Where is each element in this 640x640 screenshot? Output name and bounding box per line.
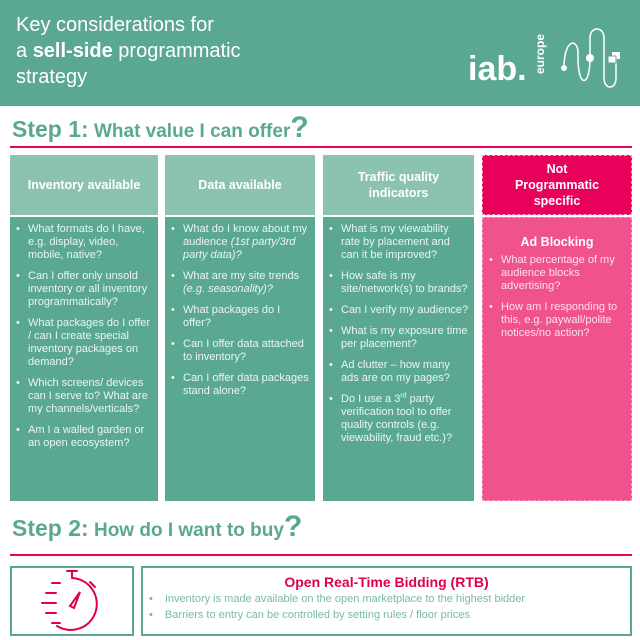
item-text: Do I use a 3 bbox=[341, 393, 401, 405]
item-text: What is my exposure time per placement? bbox=[341, 325, 468, 350]
step-text: How do I want to buy bbox=[88, 520, 284, 541]
list-item: Can I offer data packages stand alone? bbox=[169, 372, 311, 398]
item-text: What packages do I offer? bbox=[183, 304, 281, 329]
divider bbox=[10, 146, 632, 148]
item-text: What do I know about my audience bbox=[183, 223, 308, 248]
list-item: Can I verify my audience? bbox=[327, 304, 470, 317]
item-text: Ad clutter – how many ads are on my page… bbox=[341, 359, 450, 384]
item-text: How safe is my site/network(s) to brands… bbox=[341, 270, 468, 295]
item-text: What are my site trends bbox=[183, 270, 300, 282]
list-item: Am I a walled garden or an open ecosyste… bbox=[14, 424, 154, 450]
item-text: What percentage of my audience blocks ad… bbox=[501, 254, 615, 292]
list-item: Which screens/ devices can I serve to? W… bbox=[14, 377, 154, 416]
item-text: What is my viewability rate by placement… bbox=[341, 223, 450, 261]
step-label: Step 1: bbox=[12, 116, 89, 142]
item-text: (e.g. seasonality)? bbox=[183, 283, 273, 295]
list-item: Ad clutter – how many ads are on my page… bbox=[327, 359, 470, 385]
question-mark: ? bbox=[283, 510, 303, 543]
list-item: Can I offer only unsold inventory or all… bbox=[14, 270, 154, 309]
title-line: Key considerations for bbox=[16, 14, 214, 36]
rtb-title: Open Real-Time Bidding (RTB) bbox=[284, 574, 489, 590]
svg-text:europe: europe bbox=[533, 34, 547, 74]
step2-heading: Step 2: How do I want to buy? bbox=[12, 510, 302, 549]
column-header: Data available bbox=[165, 155, 315, 215]
item-text: Am I a walled garden or an open ecosyste… bbox=[28, 424, 145, 449]
question-mark: ? bbox=[290, 111, 309, 144]
column-data-available: Data availableWhat do I know about my au… bbox=[165, 155, 315, 501]
item-text: Can I offer only unsold inventory or all… bbox=[28, 270, 148, 308]
item-text: How am I responding to this, e.g. paywal… bbox=[501, 301, 618, 339]
list-item: How am I responding to this, e.g. paywal… bbox=[487, 301, 627, 340]
item-text: rd bbox=[400, 392, 407, 400]
list-item: What packages do I offer / can I create … bbox=[14, 317, 154, 369]
step-label: Step 2: bbox=[12, 515, 89, 541]
column-body: What do I know about my audience (1st pa… bbox=[165, 217, 315, 501]
list-item: Inventory is made available on the open … bbox=[149, 591, 630, 607]
question-list: What formats do I have, e.g. display, vi… bbox=[14, 223, 154, 450]
list-item: Can I offer data attached to inventory? bbox=[169, 338, 311, 364]
list-item: What packages do I offer? bbox=[169, 304, 311, 330]
title-text: a bbox=[16, 40, 33, 62]
rtb-description-box: Open Real-Time Bidding (RTB) Inventory i… bbox=[141, 566, 632, 636]
column-header: Traffic quality indicators bbox=[323, 155, 474, 215]
rtb-list: Inventory is made available on the open … bbox=[149, 591, 630, 623]
column-body: What is my viewability rate by placement… bbox=[323, 217, 474, 501]
title-bold: sell-side bbox=[32, 40, 113, 62]
question-list: What is my viewability rate by placement… bbox=[327, 223, 470, 445]
title-line: strategy bbox=[16, 66, 88, 88]
question-list: What do I know about my audience (1st pa… bbox=[169, 223, 311, 398]
question-list: What percentage of my audience blocks ad… bbox=[487, 254, 627, 340]
item-text: Can I verify my audience? bbox=[341, 304, 469, 316]
list-item: Do I use a 3rd party verification tool t… bbox=[327, 392, 470, 445]
item-text: Can I offer data packages stand alone? bbox=[183, 372, 309, 397]
item-text: Which screens/ devices can I serve to? W… bbox=[28, 377, 148, 415]
list-item: What formats do I have, e.g. display, vi… bbox=[14, 223, 154, 262]
step-text: What value I can offer bbox=[88, 121, 291, 142]
rtb-icon-box bbox=[10, 566, 134, 636]
list-item: Barriers to entry can be controlled by s… bbox=[149, 607, 630, 623]
list-item: What is my exposure time per placement? bbox=[327, 325, 470, 351]
column-body: Ad BlockingWhat percentage of my audienc… bbox=[482, 217, 632, 501]
title-text: programmatic bbox=[112, 40, 241, 62]
item-text: What formats do I have, e.g. display, vi… bbox=[28, 223, 145, 261]
column-body: What formats do I have, e.g. display, vi… bbox=[10, 217, 158, 501]
divider bbox=[10, 554, 632, 556]
title-line: a sell-side programmatic bbox=[16, 38, 241, 64]
column-inventory-available: Inventory availableWhat formats do I hav… bbox=[10, 155, 158, 501]
item-text: party verification tool to offer quality… bbox=[341, 393, 453, 444]
list-item: What percentage of my audience blocks ad… bbox=[487, 254, 627, 293]
item-text: (1st party/3rd party data)? bbox=[183, 236, 296, 261]
list-item: What do I know about my audience (1st pa… bbox=[169, 223, 311, 262]
header-banner: Key considerations for a sell-side progr… bbox=[0, 0, 640, 106]
item-text: Can I offer data attached to inventory? bbox=[183, 338, 304, 363]
list-item: What is my viewability rate by placement… bbox=[327, 223, 470, 262]
list-item: How safe is my site/network(s) to brands… bbox=[327, 270, 470, 296]
item-text: What packages do I offer / can I create … bbox=[28, 317, 151, 368]
iab-europe-logo: iab. europe bbox=[468, 28, 620, 88]
column-header: Inventory available bbox=[10, 155, 158, 215]
list-item: What are my site trends (e.g. seasonalit… bbox=[169, 270, 311, 296]
column-header: Not Programmatic specific bbox=[482, 155, 632, 215]
svg-text:iab.: iab. bbox=[468, 50, 527, 88]
stopwatch-icon bbox=[41, 570, 98, 631]
step1-heading: Step 1: What value I can offer? bbox=[12, 111, 309, 150]
page-title: Key considerations for a sell-side progr… bbox=[16, 12, 241, 90]
column-subtitle: Ad Blocking bbox=[520, 235, 594, 249]
column-traffic-quality-indicators: Traffic quality indicatorsWhat is my vie… bbox=[323, 155, 474, 501]
